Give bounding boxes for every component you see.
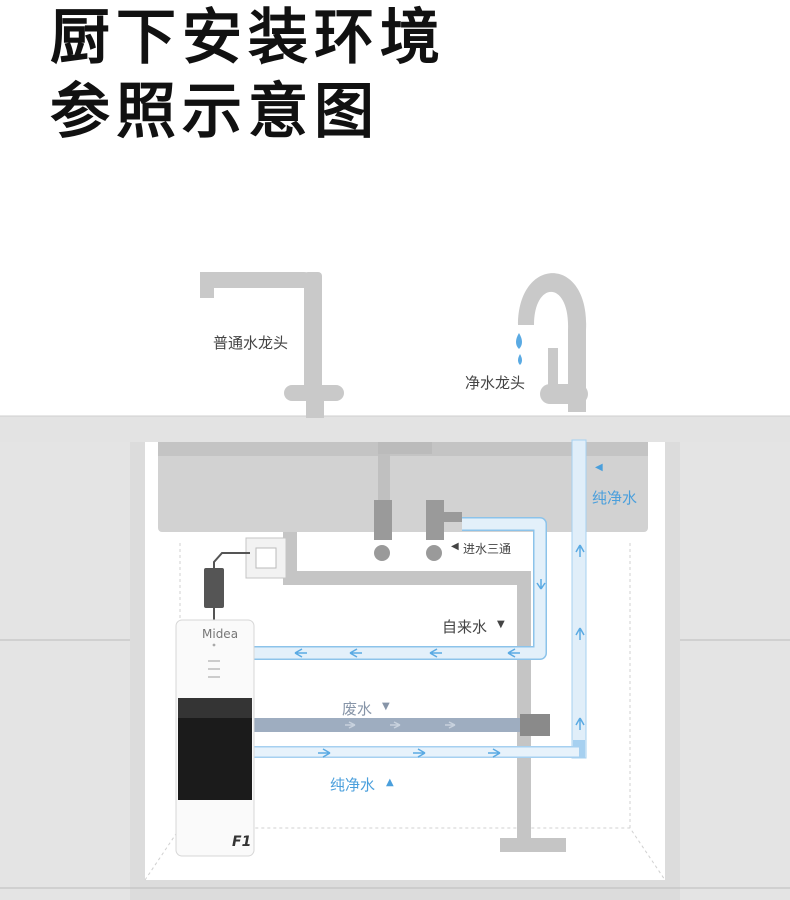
label-pure-water-top: 纯净水 xyxy=(592,489,638,507)
angle-valves xyxy=(374,500,462,561)
power-cord xyxy=(213,552,250,570)
purifier-brand: Midea xyxy=(202,627,239,641)
label-tap-water: 自来水 xyxy=(442,618,488,636)
label-waste-water: 废水 xyxy=(342,700,373,718)
label-normal-faucet: 普通水龙头 xyxy=(213,334,289,352)
title-line-2: 参照示意图 xyxy=(50,77,380,147)
power-adapter xyxy=(204,568,224,608)
countertop xyxy=(0,416,790,442)
sink-basin xyxy=(158,442,648,532)
label-pure-faucet: 净水龙头 xyxy=(465,374,526,392)
purifier-model: F1 xyxy=(232,834,252,850)
title-line-1: 厨下安装环境 xyxy=(50,3,446,73)
pure-water-up-arrow-icon: ▲ xyxy=(386,777,394,788)
normal-faucet xyxy=(200,272,344,418)
cabinet-right-door xyxy=(680,440,790,900)
pure-faucet xyxy=(518,273,588,412)
water-drop xyxy=(516,333,522,349)
tap-water-arrow-icon: ▼ xyxy=(497,619,505,630)
water-purifier xyxy=(175,619,255,857)
flow-arrows xyxy=(294,544,585,758)
drain-pipe xyxy=(283,532,531,840)
label-inlet-tee: 进水三通 xyxy=(463,542,512,556)
pure-water-riser xyxy=(571,439,587,759)
waste-water-arrow-icon: ▼ xyxy=(382,701,390,712)
pure-water-arrow-icon: ◀ xyxy=(595,462,603,473)
cabinet-left-door xyxy=(0,440,130,900)
label-pure-water-bottom: 纯净水 xyxy=(330,776,376,794)
inlet-arrow-icon: ◀ xyxy=(451,541,459,552)
